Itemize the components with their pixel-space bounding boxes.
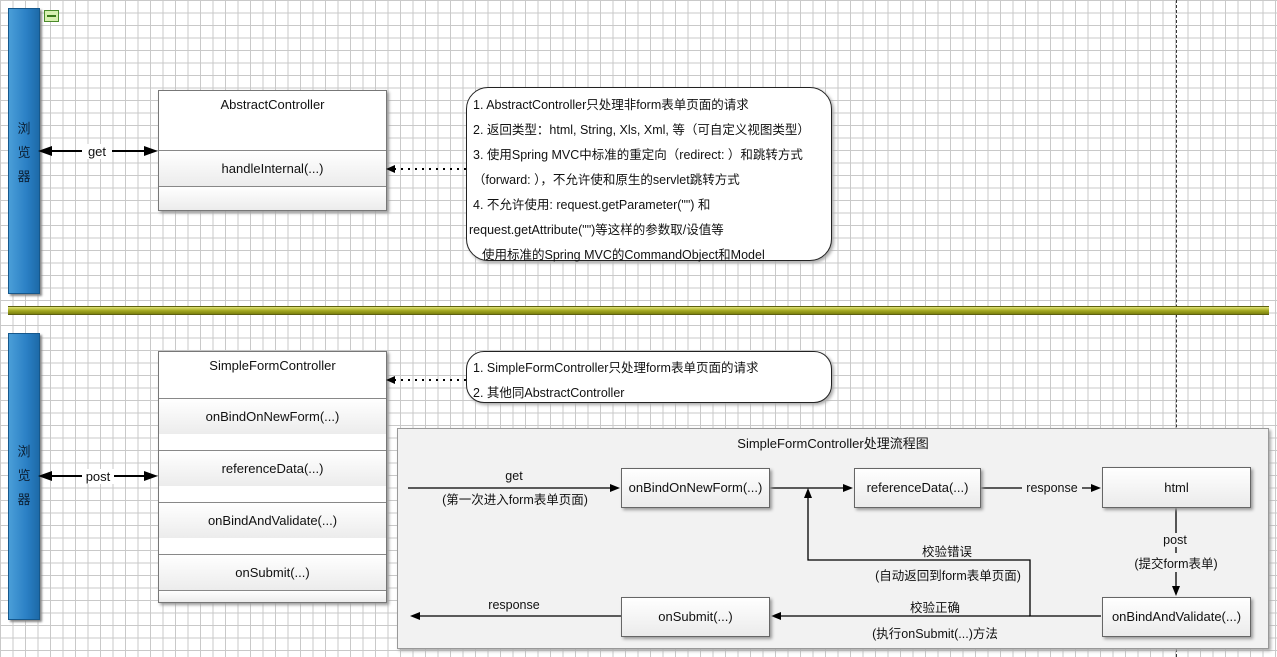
lane-label-char: 览: [17, 145, 31, 160]
flow-box-html[interactable]: html: [1102, 467, 1251, 508]
abstract-controller-class[interactable]: AbstractController handleInternal(...): [158, 90, 387, 211]
lane-label-char: 器: [17, 169, 31, 184]
post-arrow-label: post: [82, 469, 114, 484]
flow-box-on-bind-and-validate[interactable]: onBindAndValidate(...): [1102, 597, 1251, 637]
flow-error-label: 校验错误: [921, 545, 972, 559]
note-line: 使用标准的Spring MVC的CommandObject和Model: [482, 248, 765, 262]
browser-lane-top: 浏 览 器: [8, 8, 40, 294]
flow-response-top: response: [1022, 481, 1082, 495]
note-line: 2. 返回类型：html, String, Xls, Xml, 等（可自定义视图…: [473, 123, 810, 137]
flow-response-bottom: response: [488, 598, 540, 612]
note-link-top: [386, 165, 468, 173]
method-on-bind-and-validate[interactable]: onBindAndValidate(...): [159, 502, 386, 538]
flow-box-on-submit[interactable]: onSubmit(...): [621, 597, 770, 637]
simple-form-controller-class[interactable]: SimpleFormController onBindOnNewForm(...…: [158, 351, 387, 603]
collapse-icon[interactable]: [44, 10, 59, 22]
flow-error-sub: (自动返回到form表单页面): [875, 569, 1021, 583]
flow-ok-label: 校验正确: [909, 601, 960, 615]
flow-title: SimpleFormController处理流程图: [737, 436, 929, 451]
class-title: AbstractController: [220, 97, 325, 112]
get-arrow-label: get: [82, 144, 112, 159]
lane-label-char: 浏: [17, 121, 31, 136]
note-simple-form-controller: 1. SimpleFormController只处理form表单页面的请求 2.…: [466, 351, 832, 403]
lane-label-char: 浏: [17, 444, 31, 459]
flow-get-sub: (第一次进入form表单页面): [442, 493, 588, 507]
note-abstract-controller: 1. AbstractController只处理非form表单页面的请求 2. …: [466, 87, 832, 262]
class-title: SimpleFormController: [209, 358, 336, 373]
note-line: 1. SimpleFormController只处理form表单页面的请求: [473, 361, 759, 375]
lane-label-char: 器: [17, 492, 31, 507]
method-handle-internal[interactable]: handleInternal(...): [159, 150, 386, 186]
note-line: 4. 不允许使用: request.getParameter("") 和: [473, 198, 711, 212]
method-reference-data[interactable]: referenceData(...): [159, 450, 386, 486]
class-footer: [159, 590, 386, 602]
flow-get-label: get: [505, 469, 523, 483]
method-on-bind-on-new-form[interactable]: onBindOnNewForm(...): [159, 398, 386, 434]
note-line: 1. AbstractController只处理非form表单页面的请求: [473, 98, 749, 112]
note-line: （forward: ），不允许使和原生的servlet跳转方式: [473, 173, 740, 187]
note-line: request.getAttribute("")等这样的参数取/设值等: [469, 223, 724, 237]
class-footer: [159, 186, 386, 210]
browser-lane-bottom: 浏 览 器: [8, 333, 40, 620]
flow-box-on-bind-on-new-form[interactable]: onBindOnNewForm(...): [621, 468, 770, 508]
method-on-submit[interactable]: onSubmit(...): [159, 554, 386, 590]
note-line: 2. 其他同AbstractController: [473, 386, 625, 400]
note-link-bottom: [386, 376, 468, 384]
lifeline-right: [1176, 0, 1177, 657]
flow-post-label: post: [1160, 533, 1190, 547]
section-divider: [8, 306, 1269, 315]
flow-box-reference-data[interactable]: referenceData(...): [854, 468, 981, 508]
note-line: 3. 使用Spring MVC中标准的重定向（redirect: ）和跳转方式: [473, 148, 803, 162]
flow-ok-sub: (执行onSubmit(...)方法: [872, 627, 998, 641]
lane-label-char: 览: [17, 468, 31, 483]
flow-post-sub: (提交form表单): [1128, 553, 1224, 572]
